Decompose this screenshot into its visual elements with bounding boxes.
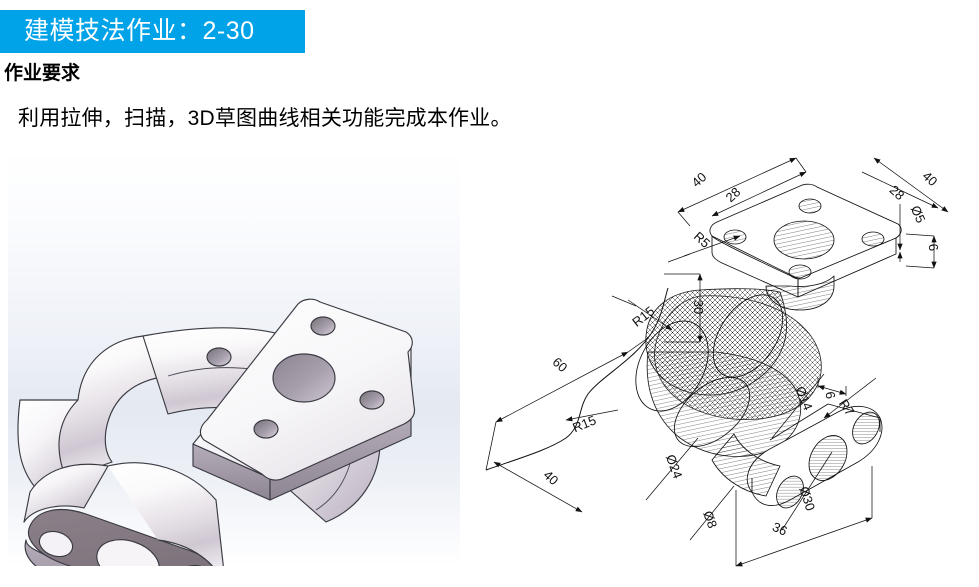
pipe-bend-upper-left	[58, 335, 169, 479]
wf-oval-bolt-hole	[776, 475, 804, 509]
wireframe-drawing-graphic: 40282840Ø56R530R1560R1540Ø24Ø8Ø146R7Ø303…	[485, 157, 949, 567]
oval-flange-fillet	[107, 462, 224, 566]
wf-bolt-hole	[861, 231, 885, 247]
title-banner: 建模技法作业：2-30	[0, 10, 305, 53]
dimension-label-path-bend-lower: R15	[570, 412, 598, 435]
wf-square-flange	[709, 183, 902, 298]
dimension-label-bottom-hole-dia-8: Ø8	[700, 509, 720, 530]
dimension-label-path-length-60: 60	[550, 354, 571, 375]
dimension-label-bottom-flange-thick: 6	[822, 390, 838, 400]
square-flange-bolt-hole	[359, 390, 385, 410]
solid-model-graphic	[17, 298, 416, 566]
wf-tube-neck	[765, 275, 835, 311]
square-flange-bolt-hole	[253, 419, 279, 439]
wf-profile-section	[635, 320, 709, 412]
dimension-label-top-flange-holes-left: 28	[723, 184, 744, 205]
oval-flange-pipe-stub	[23, 463, 109, 523]
assignment-description: 利用拉伸，扫描，3D草图曲线相关功能完成本作业。	[18, 107, 512, 130]
dimension-label-bottom-flange-length: 36	[770, 519, 789, 539]
dimension-label-top-flange-width-right: 40	[920, 168, 941, 189]
wf-bolt-hole	[798, 198, 822, 214]
wf-flange-center-bore	[773, 220, 835, 260]
oval-flange-top-face	[28, 508, 218, 566]
dimension-label-bolt-hole-dia: Ø5	[908, 203, 929, 225]
wf-oval-pipe-stub	[711, 433, 781, 497]
wf-tube-barrel	[654, 295, 822, 420]
dimension-label-path-length-40: 40	[541, 467, 562, 488]
wf-oval-bolt-hole	[852, 411, 880, 445]
dimension-label-top-flange-thickness: 6	[926, 243, 942, 252]
oval-flange-bolt-hole	[38, 530, 74, 558]
square-flange-bolt-hole	[310, 316, 336, 336]
square-flange-center-bore	[272, 353, 336, 403]
oval-flange-center-bore	[96, 539, 160, 566]
wf-swept-tube	[635, 275, 835, 457]
oval-flange	[23, 462, 224, 566]
pipe-assembly	[17, 298, 416, 566]
dimension-lines	[485, 157, 949, 567]
dimension-label-vertical-height: 30	[691, 300, 706, 314]
wf-profile-section	[673, 376, 751, 448]
wf-bolt-hole	[723, 229, 747, 245]
solid-model-viewport	[8, 148, 460, 566]
square-flange-bolt-hole	[206, 347, 232, 367]
dimension-label-bottom-boss-dia-30: Ø30	[796, 485, 818, 513]
square-flange	[192, 298, 416, 501]
page-title: 建模技法作业：2-30	[24, 17, 255, 45]
wireframe-geometry	[485, 157, 949, 567]
wf-profile-section	[712, 294, 784, 378]
dimension-label-top-flange-width-left: 40	[689, 169, 710, 190]
wf-bolt-hole	[788, 264, 812, 280]
section-heading: 作业要求	[4, 63, 81, 84]
